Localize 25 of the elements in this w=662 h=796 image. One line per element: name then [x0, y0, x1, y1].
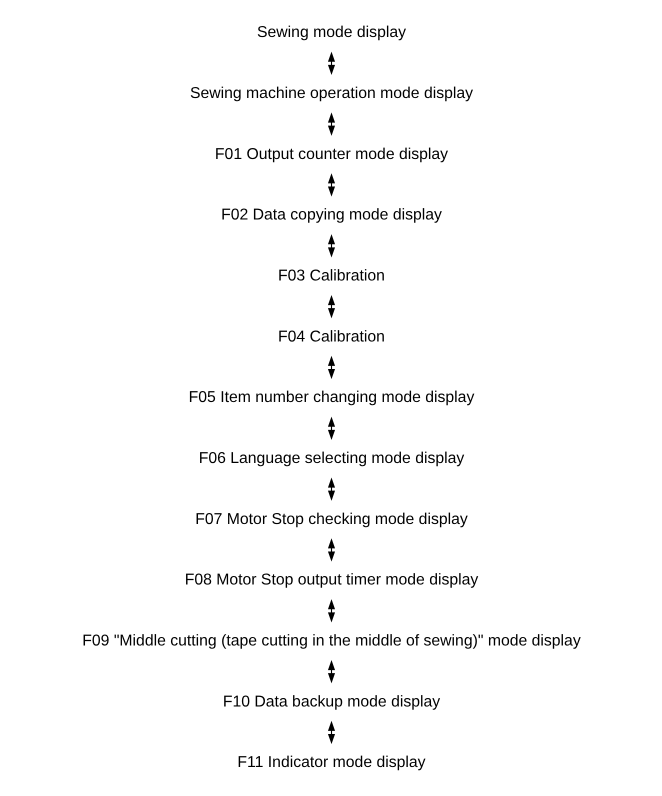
arrow [327, 234, 335, 258]
node-text: F02 Data copying mode display [220, 206, 442, 224]
node-text: F07 Motor Stop checking mode display [194, 510, 468, 528]
node-text: F06 Language selecting mode display [198, 450, 464, 467]
node-text: F05 Item number changing mode display [188, 389, 474, 406]
arrow [327, 52, 335, 75]
node-text: F10 Data backup mode display [222, 693, 440, 710]
node-text: F04 Calibration [278, 328, 384, 346]
node-text: F03 Calibration [278, 268, 384, 284]
arrow [327, 112, 335, 136]
arrow [327, 356, 335, 380]
arrow [327, 416, 335, 440]
node-text: Sewing mode display [256, 24, 406, 42]
arrow [327, 538, 335, 562]
node-text: F08 Motor Stop output timer mode display [184, 572, 478, 589]
arrow [327, 173, 335, 197]
arrow [327, 720, 335, 744]
node-text: F01 Output counter mode display [214, 146, 448, 163]
node-text: F11 Indicator mode display [236, 754, 426, 772]
arrow [327, 294, 335, 318]
arrow [327, 599, 335, 622]
arrow [327, 477, 335, 501]
arrow [327, 660, 335, 684]
node-text: F09 "Middle cutting (tape cutting in the middle of sewing)" mode display [82, 632, 580, 650]
node-text: Sewing machine operation mode display [189, 85, 473, 102]
